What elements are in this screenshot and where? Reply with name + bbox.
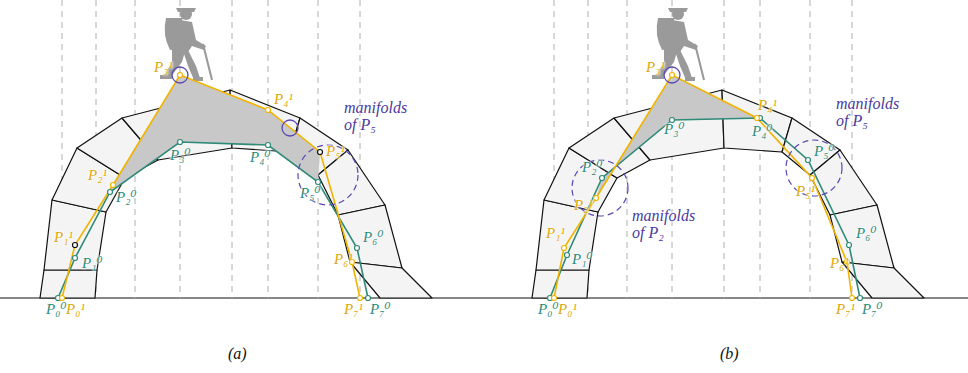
point-label: P₇⁰ (862, 302, 882, 318)
point-label: P₆¹ (334, 252, 353, 268)
point-label: P₅⁰ (300, 186, 320, 202)
point-label: P₆¹ (830, 256, 849, 272)
point-label: P₂⁰ (582, 160, 602, 176)
point-label: P₅⁰ (814, 144, 834, 160)
point-label: P₁¹ (54, 230, 73, 246)
point-label: P₀¹ (558, 302, 577, 318)
point-label: P₅¹ (796, 184, 815, 200)
point-label: P₅¹ (326, 144, 345, 160)
point-label: P₆⁰ (856, 226, 876, 242)
point-label: P₀⁰ (46, 302, 66, 318)
point-label: P₄⁰ (250, 150, 270, 166)
point-label: P₁⁰ (82, 256, 102, 272)
point-label: P₇¹ (836, 302, 855, 318)
point-label: P₄¹ (758, 98, 777, 114)
point-label: P₀¹ (66, 302, 85, 318)
point-label: P₁⁰ (572, 252, 592, 268)
point-label: P₂⁰ (116, 190, 136, 206)
point-label: P₃¹ (646, 60, 665, 76)
point-label: P₇¹ (344, 302, 363, 318)
point-label: P₄¹ (274, 92, 293, 108)
panel-caption: (a) (228, 346, 247, 363)
point-label: P₃⁰ (170, 148, 190, 164)
point-label: P₂¹ (574, 198, 593, 214)
point-label: P₀⁰ (538, 302, 558, 318)
point-label: P₆⁰ (363, 230, 383, 246)
manifold-note: manifolds of P₅ (344, 100, 422, 134)
manifold-note: manifolds of P₂ (632, 208, 710, 242)
panel-caption: (b) (720, 346, 739, 363)
manifold-note: manifolds of P₅ (836, 96, 914, 130)
point-label: P₁¹ (546, 226, 565, 242)
point-label: P₄⁰ (752, 124, 772, 140)
point-label: P₃¹ (154, 60, 173, 76)
point-label: P₃⁰ (664, 122, 684, 138)
point-label: P₂¹ (88, 168, 107, 184)
point-label: P₇⁰ (370, 302, 390, 318)
